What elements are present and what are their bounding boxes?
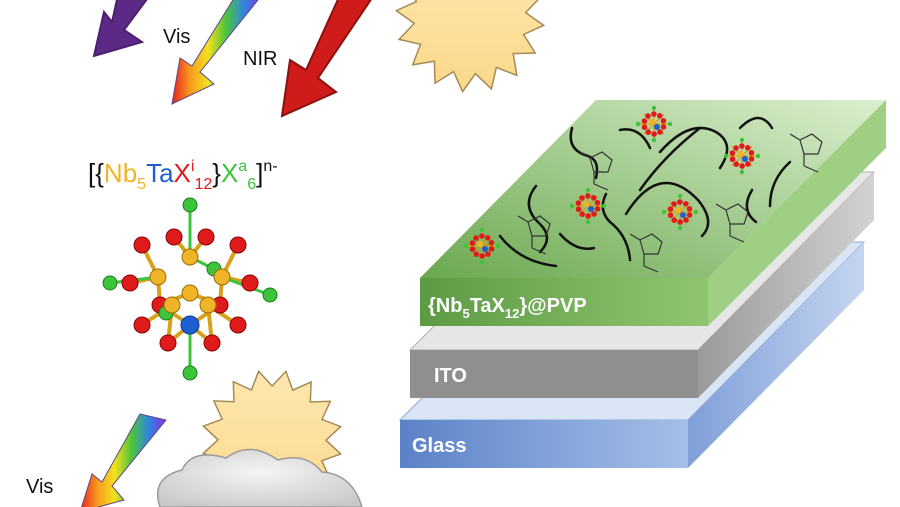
pvp-monomer [579,151,613,191]
halide-atom [165,228,183,246]
vis-bottom-label: Vis [26,476,53,498]
halide-atom [229,316,247,334]
cluster-structure [102,197,278,381]
pvp-monomer [517,215,551,255]
halide-atom [133,316,151,334]
sun-icon-top [394,0,546,94]
nb-atom [213,268,231,286]
pvp-monomer [715,203,749,243]
surface-cluster [723,137,761,175]
apical-ligand-atom [262,287,278,303]
apical-ligand-atom [102,275,118,291]
halide-atom [133,236,151,254]
vis-top-label: Vis [163,26,190,48]
nb-atom [181,248,199,266]
vis-rainbow-arrow-top [171,0,259,105]
halide-atom [229,236,247,254]
pvp-monomer [629,233,663,273]
surface-clusters [463,105,761,265]
pvp-monomers [517,133,823,273]
pvp-layer [420,100,886,326]
halide-atom [203,334,221,352]
apical-ligand-atom [182,197,198,213]
nb-atom [181,284,199,302]
surface-cluster [569,187,607,225]
cluster-formula: [{Nb5TaXi12}Xa6]n- [88,158,278,193]
glass-label: Glass [412,435,466,457]
nb-atom [199,296,217,314]
nir-label: NIR [243,48,277,70]
ito-label: ITO [434,365,467,387]
surface-cluster [463,227,501,265]
pvp-layer-label: {Nb5TaX12}@PVP [428,295,587,321]
nb-atom [149,268,167,286]
nir-arrow [280,0,372,118]
ta-atom [180,315,200,335]
halide-atom [197,228,215,246]
uv-arrow [92,0,148,58]
pvp-monomer [789,133,823,173]
apical-ligand-atom [182,365,198,381]
surface-cluster [635,105,673,143]
halide-atom [241,274,259,292]
vis-rainbow-arrow-bottom [81,413,167,507]
nb-atom [163,296,181,314]
halide-atom [159,334,177,352]
cloud-icon [156,448,363,507]
surface-cluster [661,193,699,231]
halide-atom [121,274,139,292]
